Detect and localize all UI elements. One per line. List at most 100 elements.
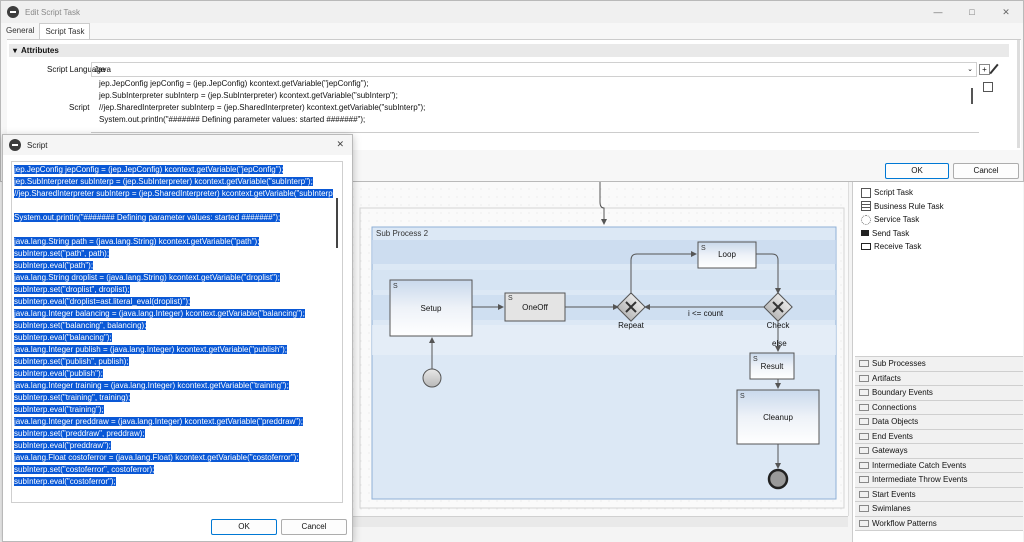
palette-category[interactable]: Intermediate Catch Events: [855, 458, 1023, 473]
palette-category[interactable]: Boundary Events: [855, 386, 1023, 401]
script-dialog-titlebar: Script ✕: [3, 135, 352, 155]
palette-category-label: Gateways: [872, 446, 908, 455]
script-dialog-close-button[interactable]: ✕: [336, 139, 344, 149]
palette-category-label: Start Events: [872, 489, 916, 499]
tab-bar: General Script Task: [1, 23, 91, 39]
edge-label-cond: i <= count: [688, 309, 724, 318]
script-language-select[interactable]: Java ⌄: [91, 62, 977, 77]
code-line: jep.JepConfig jepConfig = (jep.JepConfig…: [99, 79, 369, 88]
palette-item-receive-task[interactable]: Receive Task: [857, 240, 1023, 254]
palette-category[interactable]: Start Events: [855, 487, 1023, 502]
code-line: subInterp.set("costoferror", costoferror…: [14, 464, 342, 476]
script-editor-scrollbar[interactable]: [336, 198, 338, 248]
code-text: subInterp.set("preddraw", preddraw);: [14, 429, 145, 438]
code-line: subInterp.set("preddraw", preddraw);: [14, 428, 342, 440]
app-logo-icon: [7, 6, 19, 18]
script-ok-button[interactable]: OK: [211, 519, 277, 535]
code-line: subInterp.set("path", path);: [14, 248, 342, 260]
palette-item-send-task[interactable]: Send Task: [857, 227, 1023, 241]
right-panel-scrollbar[interactable]: [1017, 40, 1020, 148]
code-line: java.lang.Integer training = (java.lang.…: [14, 380, 342, 392]
folder-icon: [859, 389, 869, 397]
task-oneoff[interactable]: OneOff: [522, 303, 548, 312]
palette-panel: Script Task Business Rule Task Service T…: [852, 180, 1023, 542]
ok-button[interactable]: OK: [885, 163, 949, 179]
folder-icon: [859, 403, 869, 411]
task-result[interactable]: Result: [760, 362, 784, 371]
edge-label-else: else: [772, 339, 787, 348]
code-text: subInterp.set("training", training);: [14, 393, 131, 402]
close-button[interactable]: ✕: [1002, 7, 1010, 17]
palette-category[interactable]: Intermediate Throw Events: [855, 473, 1023, 488]
palette-category-label: Workflow Patterns: [872, 518, 937, 528]
code-text: subInterp.set("balancing", balancing);: [14, 321, 147, 330]
bottom-scrollbar[interactable]: [352, 516, 848, 527]
code-line: subInterp.set("droplist", droplist);: [14, 284, 342, 296]
minimize-button[interactable]: —: [933, 7, 943, 17]
code-line: [14, 200, 342, 212]
palette-category[interactable]: Data Objects: [855, 415, 1023, 430]
folder-icon: [859, 490, 869, 498]
svg-text:S: S: [753, 356, 758, 363]
svg-text:S: S: [740, 393, 745, 400]
tab-general[interactable]: General: [6, 26, 35, 35]
task-loop[interactable]: Loop: [718, 250, 736, 259]
palette-item-service-task[interactable]: Service Task: [857, 213, 1023, 227]
open-editor-icon[interactable]: [983, 82, 993, 92]
code-line: java.lang.String droplist = (java.lang.S…: [14, 272, 342, 284]
palette-category[interactable]: Sub Processes: [855, 357, 1023, 372]
attributes-header[interactable]: ▾Attributes: [9, 44, 1009, 57]
tab-script-task[interactable]: Script Task: [39, 23, 91, 39]
code-line: //jep.SharedInterpreter subInterp = (jep…: [14, 188, 342, 200]
palette-category-label: Sub Processes: [872, 359, 926, 368]
palette-category[interactable]: End Events: [855, 429, 1023, 444]
script-language-value: Java: [94, 65, 111, 74]
edit-pencil-icon[interactable]: [989, 63, 999, 75]
maximize-button[interactable]: □: [969, 7, 975, 17]
task-setup[interactable]: Setup: [420, 304, 442, 313]
folder-icon: [859, 418, 869, 426]
code-text: jep.SubInterpreter subInterp = (jep.SubI…: [14, 177, 313, 186]
script-cancel-button[interactable]: Cancel: [281, 519, 347, 535]
cancel-button[interactable]: Cancel: [953, 163, 1019, 179]
palette-categories: Sub Processes Artifacts Boundary Events …: [855, 356, 1023, 531]
gateway-check-label: Check: [766, 321, 790, 330]
folder-icon: [859, 476, 869, 484]
palette-category-label: Swimlanes: [872, 504, 911, 513]
palette-item-script-task[interactable]: Script Task: [857, 186, 1023, 200]
code-line: subInterp.set("publish", publish);: [14, 356, 342, 368]
script-task-icon: [861, 187, 871, 198]
code-line: subInterp.eval("preddraw");: [14, 440, 342, 452]
code-line: jep.SubInterpreter subInterp = (jep.SubI…: [99, 91, 398, 100]
palette-item-label: Script Task: [874, 188, 913, 197]
collapse-triangle-icon: ▾: [13, 46, 18, 55]
script-preview-area[interactable]: jep.JepConfig jepConfig = (jep.JepConfig…: [91, 78, 979, 133]
script-editor[interactable]: jep.JepConfig jepConfig = (jep.JepConfig…: [11, 161, 343, 503]
code-text: //jep.SharedInterpreter subInterp = (jep…: [14, 189, 333, 198]
palette-category[interactable]: Artifacts: [855, 371, 1023, 386]
code-line: subInterp.eval("balancing");: [14, 332, 342, 344]
palette-item-label: Send Task: [872, 228, 910, 238]
app-logo-icon: [9, 139, 21, 151]
code-text: subInterp.eval("costoferror");: [14, 477, 116, 486]
task-cleanup[interactable]: Cleanup: [763, 413, 793, 422]
palette-item-business-rule-task[interactable]: Business Rule Task: [857, 200, 1023, 214]
script-preview-scrollbar[interactable]: [971, 88, 973, 104]
palette-category-label: Intermediate Throw Events: [872, 475, 968, 484]
window-title: Edit Script Task: [25, 7, 80, 17]
palette-category[interactable]: Swimlanes: [855, 502, 1023, 517]
add-icon[interactable]: +: [979, 64, 990, 75]
chevron-down-icon: ⌄: [967, 66, 973, 73]
envelope-filled-icon: [861, 230, 869, 237]
svg-text:S: S: [701, 245, 706, 252]
palette-category[interactable]: Workflow Patterns: [855, 516, 1023, 531]
palette-category-label: Intermediate Catch Events: [872, 460, 967, 470]
code-line: java.lang.String path = (java.lang.Strin…: [14, 236, 342, 248]
palette-category[interactable]: Gateways: [855, 444, 1023, 459]
palette-item-label: Business Rule Task: [874, 201, 944, 211]
code-line: subInterp.eval("publish");: [14, 368, 342, 380]
palette-category[interactable]: Connections: [855, 400, 1023, 415]
diagram-canvas[interactable]: S S S S S Sub Process 2 Setup OneOff Loo…: [352, 180, 849, 516]
code-line: java.lang.Integer balancing = (java.lang…: [14, 308, 342, 320]
code-text: java.lang.Integer preddraw = (java.lang.…: [14, 417, 304, 426]
